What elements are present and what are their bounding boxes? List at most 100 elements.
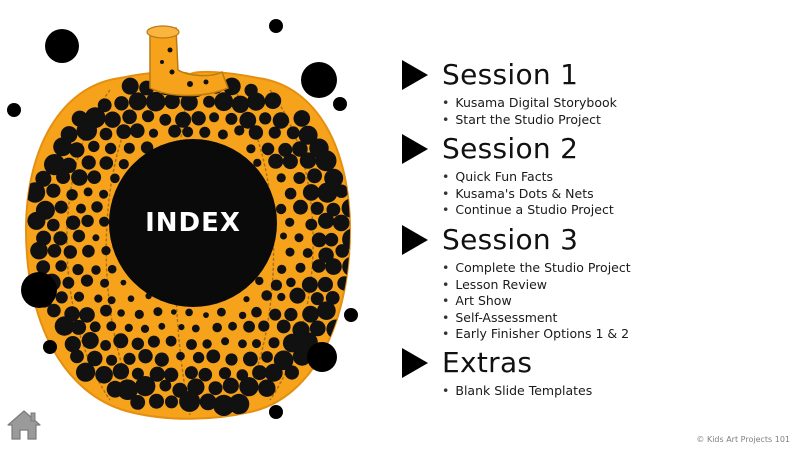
pumpkin-dot [26,182,46,203]
pumpkin-dot [302,184,320,201]
pumpkin-dot [149,366,165,382]
pumpkin-dot [317,276,333,293]
pumpkin-dot [47,244,62,258]
session-1-title: Session 1 [442,58,579,91]
session-1-item[interactable]: Kusama Digital Storybook [442,95,616,112]
pumpkin-dot [325,291,340,305]
pumpkin-dot [277,264,287,274]
home-icon[interactable] [6,408,42,442]
pumpkin-dot [99,189,109,199]
pumpkin-dot [191,111,206,126]
extras-heading[interactable]: Extras [402,345,592,381]
pumpkin-dot [72,264,84,276]
pumpkin-dot [127,295,135,303]
pumpkin-dot [231,95,250,114]
pumpkin-dot [116,124,132,139]
session-3-item[interactable]: Complete the Studio Project [442,260,630,277]
pumpkin-dot [184,366,198,380]
pumpkin-dot [192,351,205,364]
pumpkin-dot [165,335,177,347]
session-2-item[interactable]: Quick Fun Facts [442,169,614,186]
pumpkin-dot [47,303,61,318]
pumpkin-dot [213,394,235,416]
pumpkin-dot [135,376,156,397]
pumpkin-dot [280,232,287,240]
pumpkin-dot [72,229,86,243]
pumpkin-dot [206,349,221,364]
pumpkin-dot [293,199,308,215]
pumpkin-dot [199,126,211,138]
pumpkin-dot [272,112,290,129]
play-triangle-icon [402,134,428,164]
pumpkin-dot [87,170,102,184]
pumpkin-dot [92,234,100,242]
pumpkin-dot [317,301,336,321]
session-3-title: Session 3 [442,223,579,256]
pumpkin-dot [147,335,160,348]
pumpkin-dot [325,258,342,275]
pumpkin-dot [223,77,241,96]
pumpkin-dot [269,308,282,321]
pumpkin-dot [163,367,179,382]
session-1-heading[interactable]: Session 1 [402,57,617,93]
pumpkin-dot [208,381,223,396]
pumpkin-dot [214,92,234,112]
pumpkin-dot [55,260,67,272]
pumpkin-dot [225,353,238,366]
session-3-heading[interactable]: Session 3 [402,222,631,258]
session-1-item[interactable]: Start the Studio Project [442,112,617,129]
pumpkin-dot [315,150,337,172]
pumpkin-dot [61,157,77,174]
pumpkin-dot [63,245,77,259]
pumpkin-dot [76,203,86,214]
pumpkin-dot [221,337,230,346]
session-2-item[interactable]: Kusama's Dots & Nets [442,186,614,203]
pumpkin-dot [124,323,133,332]
pumpkin-dot [79,307,95,323]
pumpkin-dot [82,244,95,258]
pumpkin-dot [264,92,282,109]
extras-item[interactable]: Blank Slide Templates [442,383,592,400]
pumpkin-dot [268,153,284,169]
pumpkin-dot [76,120,98,141]
pumpkin-dot [149,393,164,409]
pumpkin-dot [243,296,250,303]
session-3-item[interactable]: Self-Assessment [442,310,631,327]
pumpkin-dot [140,141,154,154]
pumpkin-dot [294,233,304,243]
pumpkin-dot [182,126,194,138]
session-2-heading[interactable]: Session 2 [402,131,614,167]
pumpkin-dot [81,332,99,349]
pumpkin-dot [217,129,228,140]
pumpkin-dot [191,324,200,333]
pumpkin-dot [70,349,84,364]
pumpkin-dot [239,111,257,129]
pumpkin-dot [255,276,264,286]
pumpkin-dot [107,264,117,274]
pumpkin-dot [289,287,306,304]
pumpkin-dot [131,337,144,350]
pumpkin-dot [71,169,88,186]
pumpkin-dot [148,128,159,138]
play-triangle-icon [402,60,428,90]
copyright-text: © Kids Art Projects 101 [696,435,790,444]
pumpkin-dot [179,390,201,412]
session-2-item[interactable]: Continue a Studio Project [442,202,613,219]
session-3-item[interactable]: Lesson Review [442,277,631,294]
pumpkin-dot [310,201,324,215]
pumpkin-dot [35,170,52,187]
pumpkin-dot [91,265,101,275]
session-2-title: Session 2 [442,132,579,165]
pumpkin-dot [212,322,222,333]
pumpkin-dot [158,322,166,330]
pumpkin-dot [238,311,247,320]
pumpkin-dot [134,309,144,319]
session-3-item[interactable]: Early Finisher Options 1 & 2 [442,326,631,343]
pumpkin-dot [234,125,245,136]
pumpkin-dot [285,247,295,257]
pumpkin-dot [130,123,145,138]
pumpkin-dot [222,377,239,394]
pumpkin-dot [270,279,282,291]
session-3-item[interactable]: Art Show [442,293,631,310]
